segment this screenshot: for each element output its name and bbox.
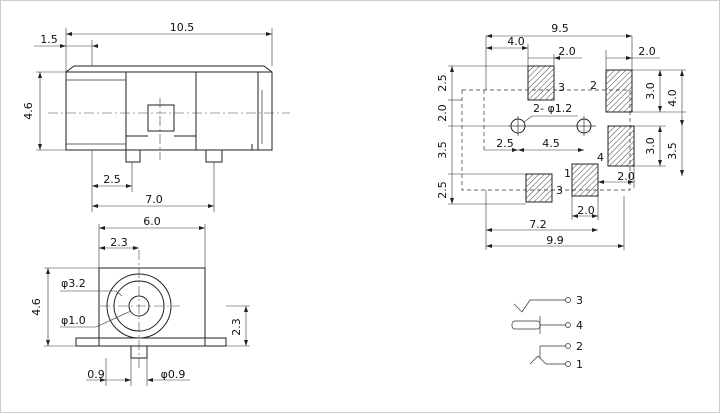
pad-3-top — [527, 65, 555, 101]
side-pin-right — [205, 150, 223, 163]
schematic-pin-4: 4 — [576, 319, 583, 332]
dim-pad-width-b: 2.0 — [638, 45, 656, 58]
dim-center-height: 2.3 — [230, 318, 243, 336]
front-body-outline — [98, 267, 206, 347]
dim-pad-width-a: 2.0 — [558, 45, 576, 58]
side-view: 10.5 1.5 4.6 2.5 7.0 — [22, 21, 290, 212]
schematic-wire-1 — [529, 355, 566, 365]
pad-label-3-bottom: 3 — [556, 184, 563, 197]
dim-span-7-2: 7.2 — [529, 218, 547, 231]
dim-inner-diameter: φ1.0 — [61, 314, 86, 327]
side-window — [147, 104, 175, 132]
schematic-wire-3 — [513, 299, 566, 313]
pad-label-2: 2 — [590, 79, 597, 92]
dim-total-9-9: 9.9 — [546, 234, 564, 247]
dim-left-2-5-bottom: 2.5 — [436, 181, 449, 199]
side-body-outline — [65, 71, 273, 151]
dim-right-3-0-top: 3.0 — [644, 82, 657, 100]
schematic-pin-2: 2 — [576, 340, 583, 353]
pad-3-bottom — [525, 173, 553, 203]
dim-outer-diameter: φ3.2 — [61, 277, 86, 290]
schematic-pin-3: 3 — [576, 294, 583, 307]
dim-front-width: 6.0 — [143, 215, 161, 228]
dim-pin-span: 7.0 — [145, 193, 163, 206]
dim-tab-width: 0.9 — [87, 368, 105, 381]
dim-hole-x-offset: 2.5 — [496, 137, 514, 150]
dim-hole-note: 2- φ1.2 — [533, 102, 572, 115]
footprint-view: 3 2 4 1 3 9.5 4.0 2.0 2.0 2.5 2.0 — [436, 22, 686, 250]
dim-left-2-0: 2.0 — [436, 104, 449, 122]
dim-side-height: 4.6 — [22, 102, 35, 120]
dim-hole-spacing: 4.5 — [542, 137, 560, 150]
schematic-plug — [511, 320, 541, 330]
dim-top-width: 9.5 — [551, 22, 569, 35]
dim-right-3-5: 3.5 — [666, 142, 679, 160]
dim-front-height: 4.6 — [30, 298, 43, 316]
schematic-pin-1: 1 — [576, 358, 583, 371]
dim-left-2-5-top: 2.5 — [436, 74, 449, 92]
dim-pad-width-d: 2.0 — [577, 204, 595, 217]
dim-left-3-5: 3.5 — [436, 141, 449, 159]
dim-hole-offset: 2.3 — [110, 236, 128, 249]
pad-2 — [605, 69, 633, 113]
pad-4 — [607, 125, 635, 167]
pad-1 — [571, 163, 599, 197]
dim-total-length: 10.5 — [170, 21, 195, 34]
dim-pad-width-c: 2.0 — [617, 170, 635, 183]
dim-pad3-offset: 4.0 — [507, 35, 525, 48]
front-view: 6.0 2.3 4.6 2.3 φ3.2 φ1.0 0.9 φ0.9 — [30, 215, 250, 386]
dim-right-3-0-bottom: 3.0 — [644, 137, 657, 155]
dim-pin-offset: 2.5 — [103, 173, 121, 186]
dim-right-4-0: 4.0 — [666, 89, 679, 107]
side-pin-left — [125, 150, 141, 163]
dim-pin-diameter: φ0.9 — [161, 368, 186, 381]
dim-front-offset: 1.5 — [40, 33, 58, 46]
pad-label-3-top: 3 — [558, 81, 565, 94]
pad-label-4: 4 — [597, 151, 604, 164]
pad-label-1: 1 — [564, 167, 571, 180]
schematic-symbol: 3 4 2 1 — [511, 294, 583, 371]
